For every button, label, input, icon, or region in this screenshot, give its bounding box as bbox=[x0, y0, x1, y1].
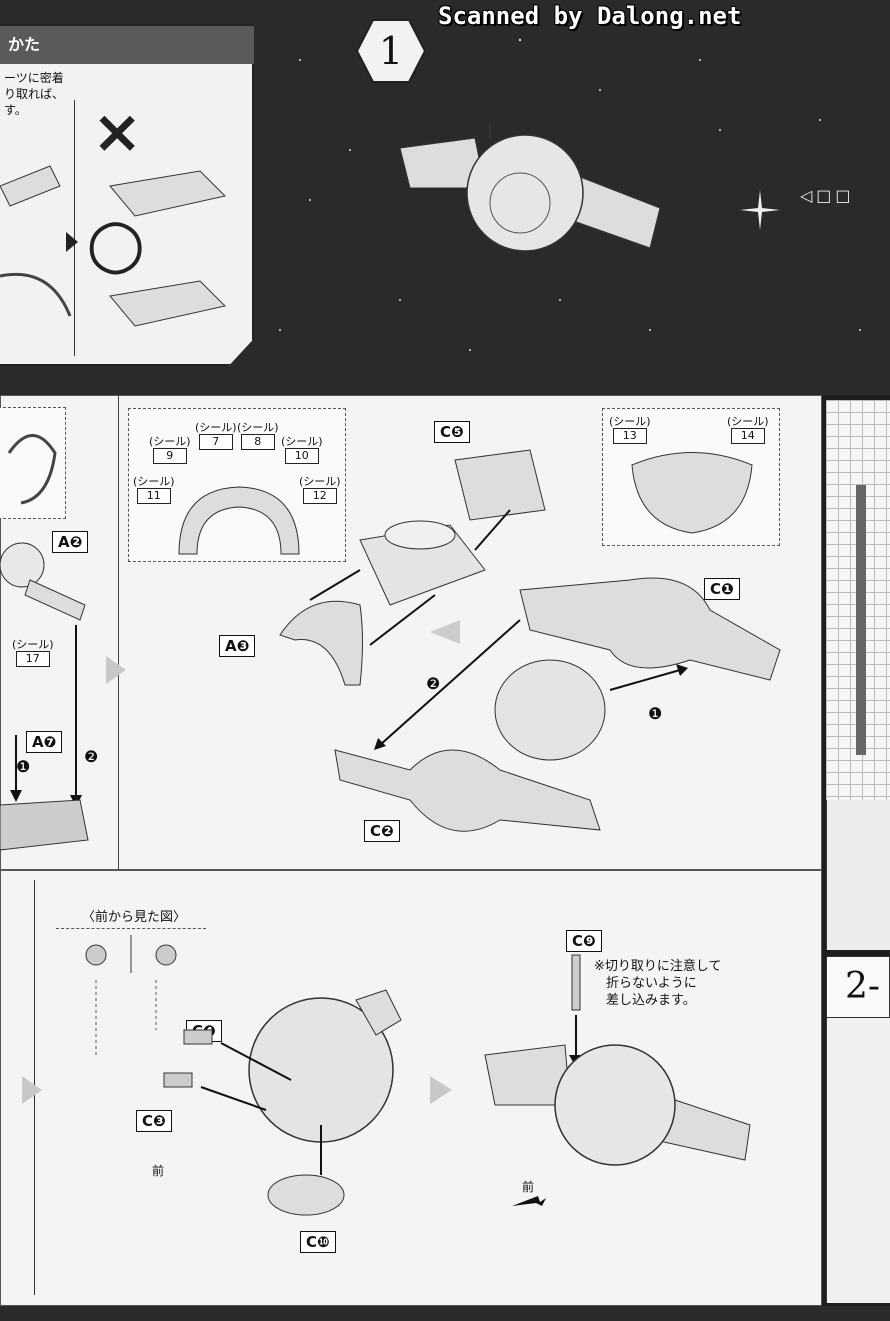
seal-17: (シール) 17 bbox=[12, 638, 54, 667]
flow-arrow-left bbox=[430, 620, 460, 644]
c9-note-line: ※切り取りに注意して bbox=[594, 959, 722, 974]
part-label-c10: C❿ bbox=[300, 1231, 336, 1253]
side-panel-blank bbox=[826, 800, 890, 950]
c9-note-line: 折らないように bbox=[606, 976, 697, 991]
order-mark-1: ❶ bbox=[16, 757, 31, 776]
order-mark-2: ❷ bbox=[84, 747, 99, 766]
seal-9: (シール)9 bbox=[149, 435, 191, 464]
seal-14: (シール)14 bbox=[727, 415, 769, 444]
front-label: 前 bbox=[152, 1164, 165, 1178]
c9-note: ※切り取りに注意して 折らないように 差し込みます。 bbox=[594, 958, 722, 1009]
partial-illustration-left bbox=[0, 165, 78, 317]
ship-final-illustration bbox=[484, 954, 751, 1166]
cockpit-rear-illustration bbox=[95, 980, 402, 1216]
order-mark-2: ❷ bbox=[426, 674, 441, 693]
left-middle-panel: A❷ (シール) 17 A❼ ❶ ❷ bbox=[0, 395, 119, 870]
tips-divider bbox=[74, 100, 75, 356]
front-arrow-icon bbox=[512, 1196, 546, 1206]
flow-arrow bbox=[430, 1076, 452, 1104]
part-label-a2: A❷ bbox=[52, 531, 89, 553]
c9-note-line: 差し込みます。 bbox=[606, 993, 696, 1008]
seal-8: (シール)8 bbox=[237, 421, 279, 450]
flow-arrow bbox=[106, 656, 126, 684]
side-panel-lower bbox=[826, 1018, 890, 1303]
front-view-box bbox=[56, 928, 206, 977]
seal-13: (シール)13 bbox=[609, 415, 651, 444]
side-step-number: 2- bbox=[845, 966, 881, 1007]
part-label-c5: C❺ bbox=[434, 421, 470, 443]
arrows-left-panel bbox=[0, 625, 89, 851]
watermark: Scanned by Dalong.net bbox=[438, 2, 742, 30]
bottom-strip bbox=[0, 1306, 890, 1321]
step-number-badge: 1 bbox=[355, 19, 427, 83]
part-label-c2: C❷ bbox=[364, 820, 400, 842]
part-label-c1: C❶ bbox=[704, 578, 740, 600]
front-view-caption: 〈前から見た図〉 bbox=[82, 910, 187, 925]
part-label-c3: C❸ bbox=[136, 1110, 172, 1132]
wrong-mark: × bbox=[92, 97, 143, 167]
seal-12: (シール)12 bbox=[299, 475, 341, 504]
seal-10: (シール)10 bbox=[281, 435, 323, 464]
part-label-c9: C❾ bbox=[566, 930, 602, 952]
order-mark-1: ❶ bbox=[648, 704, 663, 723]
tips-text: ーツに密着 り取れば、 す。 bbox=[4, 70, 64, 118]
tips-box: かた ーツに密着 り取れば、 す。 × ○ bbox=[0, 24, 254, 366]
part-label-a3: A❸ bbox=[219, 635, 256, 657]
tips-line: り取れば、 bbox=[4, 87, 65, 101]
tips-line: ーツに密着 bbox=[4, 71, 64, 85]
arch-part-illustration bbox=[178, 486, 300, 555]
part-correct-illustration bbox=[109, 280, 226, 327]
flow-arrow bbox=[22, 1076, 42, 1104]
correct-mark: ○ bbox=[86, 204, 146, 283]
tips-line: す。 bbox=[4, 103, 27, 117]
side-step-box: 2- bbox=[826, 956, 890, 1018]
side-grid-panel bbox=[826, 400, 890, 800]
bottom-section bbox=[0, 870, 822, 1306]
part-label-a7: A❼ bbox=[26, 731, 63, 753]
part-wrong-illustration bbox=[109, 170, 226, 217]
hull-assembly-illustration bbox=[334, 577, 781, 832]
ship-illustration-top bbox=[399, 123, 661, 252]
seal-7: (シール)7 bbox=[195, 421, 237, 450]
seal-detail-box-2: (シール)13 (シール)14 bbox=[602, 408, 780, 546]
hatch-part-illustration bbox=[631, 452, 753, 534]
seal-11: (シール)11 bbox=[133, 475, 175, 504]
part-a2-illustration bbox=[0, 542, 86, 621]
starfield bbox=[279, 38, 861, 351]
seal-detail-box: (シール)9 (シール)7 (シール)8 (シール)10 (シール)11 (シー… bbox=[128, 408, 346, 562]
step-number: 1 bbox=[379, 29, 403, 73]
front-label: 前 bbox=[522, 1180, 535, 1194]
ring-detail-box bbox=[0, 407, 66, 519]
tips-title: かた bbox=[0, 26, 254, 64]
cockpit-assembly-illustration bbox=[279, 449, 546, 686]
seal-number: 17 bbox=[15, 651, 50, 667]
shape-icons: ◁□□ bbox=[800, 186, 855, 205]
